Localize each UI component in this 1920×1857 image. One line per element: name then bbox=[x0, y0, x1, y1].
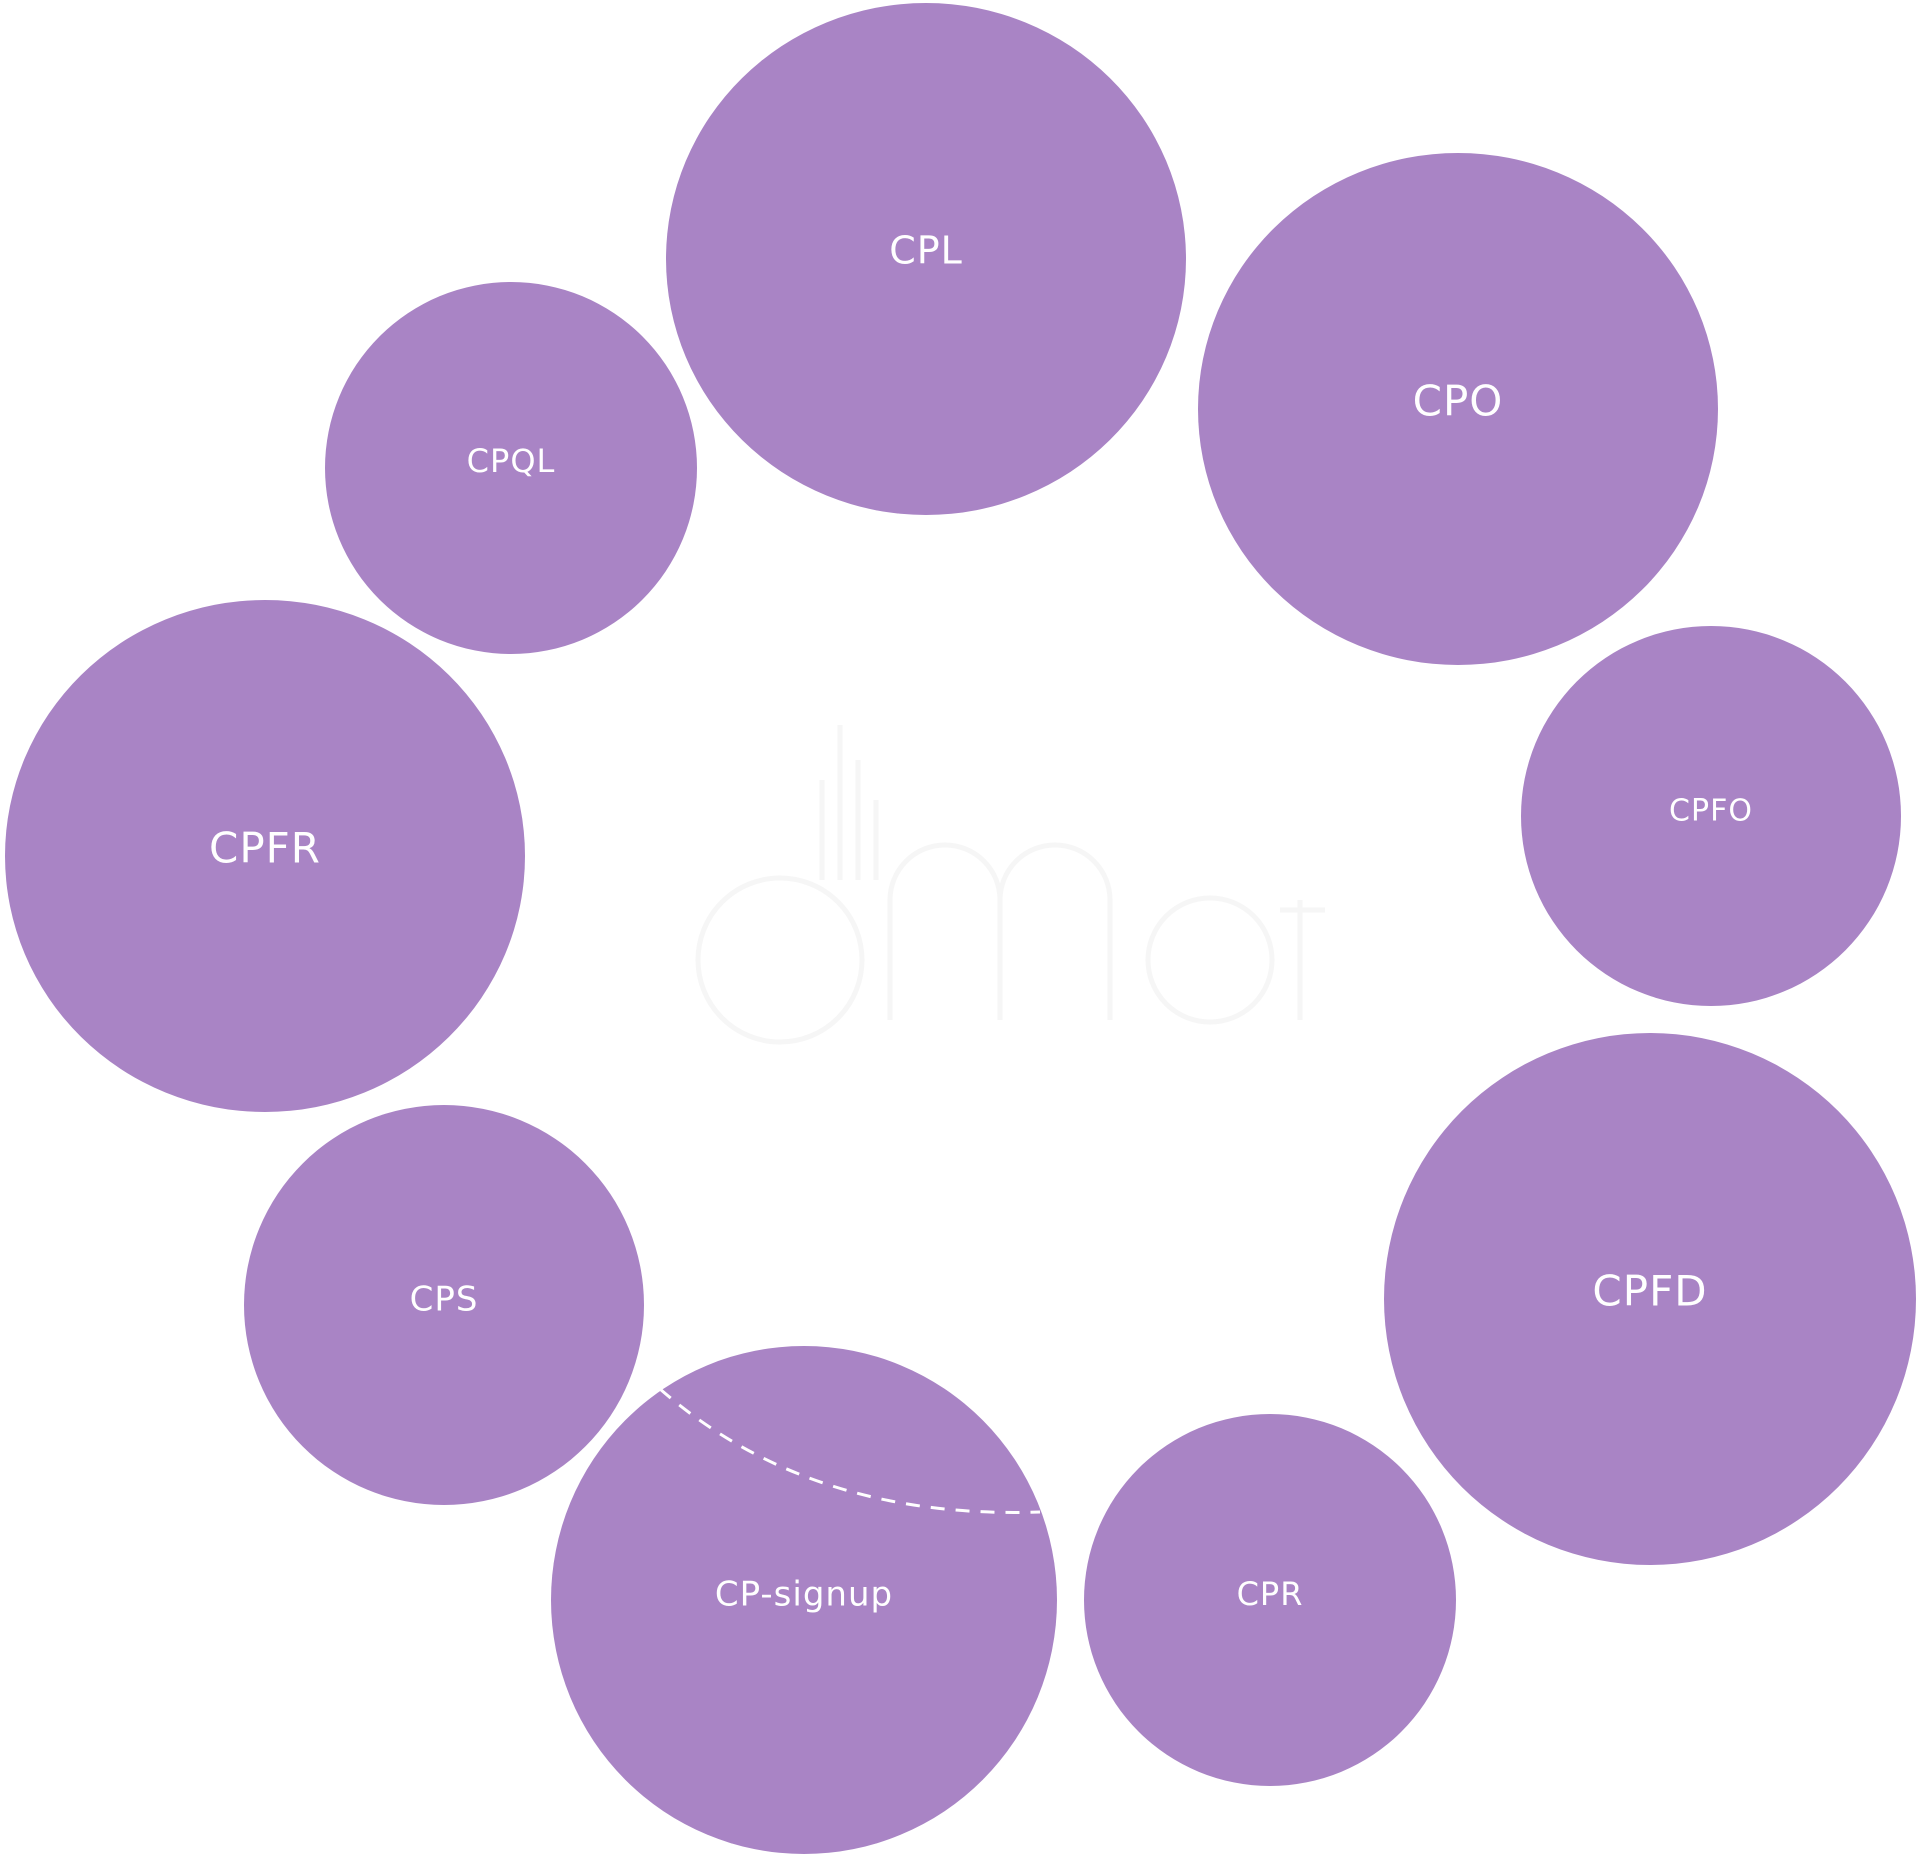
bubble-cpfo: CPFO bbox=[1521, 626, 1901, 1006]
bubble-label-cpl: CPL bbox=[889, 229, 963, 273]
bubble-label-cpql: CPQL bbox=[467, 442, 556, 480]
bubble-label-cp-signup: CP-signup bbox=[715, 1575, 893, 1615]
bubble-label-cpfd: CPFD bbox=[1592, 1267, 1707, 1316]
bubble-cpql: CPQL bbox=[325, 282, 697, 654]
bubble-cpfr: CPFR bbox=[5, 600, 525, 1112]
bubble-cp-signup: CP-signup bbox=[551, 1346, 1057, 1854]
bubble-label-cpo: CPO bbox=[1413, 377, 1504, 426]
dashed-connector bbox=[659, 1387, 1041, 1514]
watermark-logo-icon bbox=[695, 725, 1325, 1045]
bubble-label-cpfo: CPFO bbox=[1669, 794, 1753, 829]
bubble-label-cpfr: CPFR bbox=[209, 824, 321, 873]
bubble-cps: CPS bbox=[244, 1105, 644, 1505]
bubble-cpl: CPL bbox=[666, 3, 1186, 515]
bubble-cpr: CPR bbox=[1084, 1414, 1456, 1786]
bubble-cpo: CPO bbox=[1198, 153, 1718, 665]
bubble-label-cps: CPS bbox=[410, 1280, 479, 1320]
bubble-label-cpr: CPR bbox=[1237, 1575, 1304, 1613]
bubble-cpfd: CPFD bbox=[1384, 1033, 1916, 1565]
